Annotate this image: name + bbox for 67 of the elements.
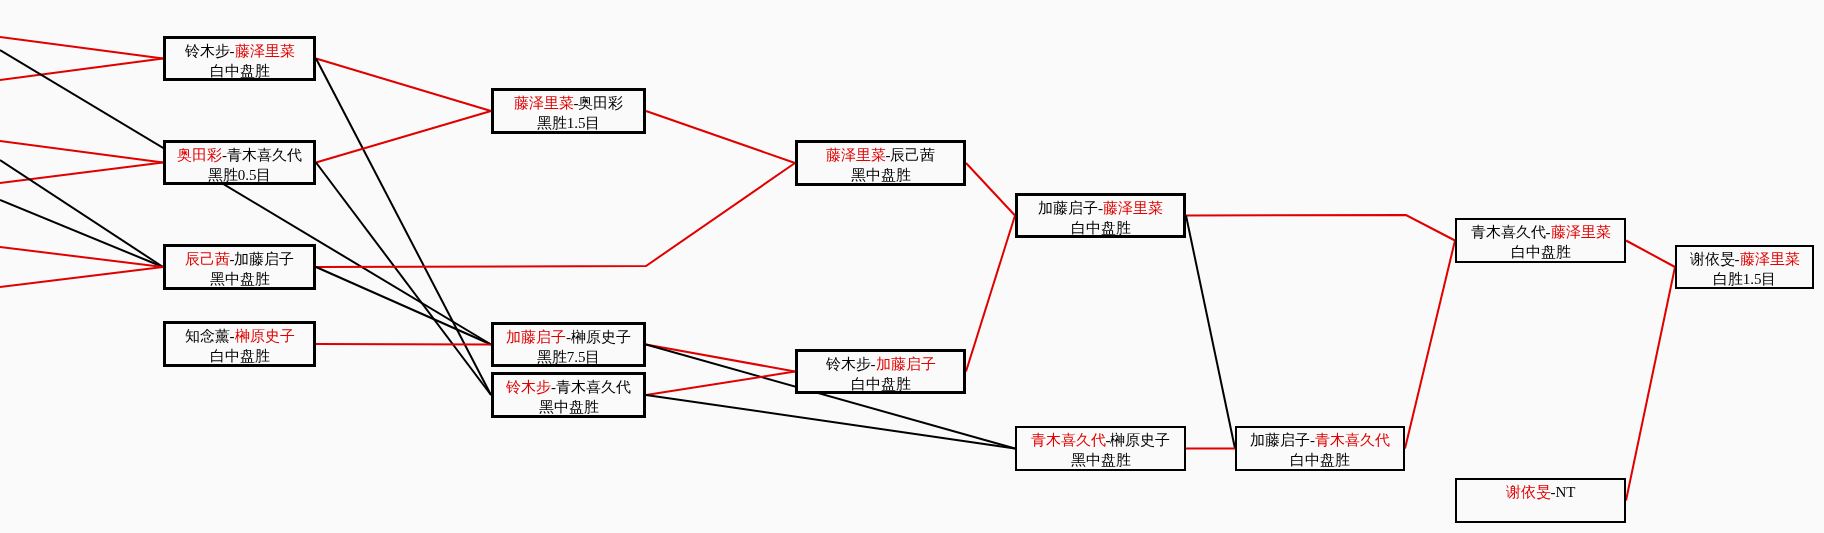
bracket-line bbox=[645, 394, 1016, 450]
game-result: 白中盘胜 bbox=[849, 375, 912, 394]
player-pairing: 知念薰-榊原史子 bbox=[183, 327, 296, 346]
bracket-line bbox=[0, 161, 164, 184]
player-pairing: 奥田彩-青木喜久代 bbox=[176, 146, 303, 165]
bracket-line bbox=[315, 266, 492, 346]
bracket-line bbox=[0, 199, 164, 268]
game-result: 白中盘胜 bbox=[1509, 243, 1572, 262]
game-result: 白中盘胜 bbox=[1069, 219, 1132, 238]
player-pairing: 藤泽里菜-奥田彩 bbox=[512, 94, 625, 113]
game-result: 黑中盘胜 bbox=[849, 166, 912, 185]
player-pairing: 谢依旻-藤泽里菜 bbox=[1688, 250, 1801, 269]
player-pairing: 藤泽里菜-辰己茜 bbox=[824, 146, 937, 165]
match-box bbox=[1015, 193, 1186, 238]
bracket-line bbox=[645, 110, 796, 164]
bracket-line bbox=[1185, 214, 1456, 242]
match-box bbox=[491, 322, 646, 367]
game-result: 白胜1.5目 bbox=[1711, 270, 1778, 289]
bracket-line bbox=[315, 110, 492, 164]
game-result: 黑中盘胜 bbox=[208, 270, 271, 289]
match-box bbox=[163, 36, 316, 81]
match-box bbox=[163, 140, 316, 185]
match-box bbox=[1235, 426, 1405, 471]
bracket-line bbox=[0, 159, 164, 268]
match-box bbox=[1455, 218, 1626, 263]
game-result: 黑胜1.5目 bbox=[535, 114, 602, 133]
player-pairing: 铃木步-藤泽里菜 bbox=[183, 42, 296, 61]
bracket-line bbox=[1625, 239, 1676, 268]
bracket-line bbox=[315, 57, 492, 396]
player-pairing: 加藤启子-藤泽里菜 bbox=[1037, 199, 1164, 218]
match-box bbox=[1455, 478, 1626, 523]
bracket-line bbox=[0, 140, 164, 164]
match-box bbox=[491, 88, 646, 134]
bracket-line bbox=[315, 161, 492, 396]
game-result: 黑中盘胜 bbox=[1069, 451, 1132, 470]
match-box bbox=[163, 244, 316, 290]
game-result: 白中盘胜 bbox=[1289, 451, 1351, 470]
bracket-line bbox=[1185, 214, 1236, 450]
bracket-line bbox=[0, 36, 164, 60]
player-pairing: 铃木步-青木喜久代 bbox=[505, 378, 632, 397]
player-pairing: 加藤启子-榊原史子 bbox=[505, 328, 632, 347]
bracket-line bbox=[0, 266, 164, 288]
player-pairing: 青木喜久代-榊原史子 bbox=[1029, 431, 1172, 450]
bracket-line bbox=[965, 214, 1016, 373]
game-result: 白中盘胜 bbox=[208, 347, 271, 366]
bracket-line bbox=[315, 57, 492, 112]
match-box bbox=[491, 372, 646, 418]
game-result: 黑胜0.5目 bbox=[206, 166, 273, 185]
bracket-line bbox=[315, 162, 796, 268]
match-box bbox=[795, 140, 966, 186]
game-result: 白中盘胜 bbox=[208, 62, 271, 81]
player-pairing: 谢依旻-NT bbox=[1504, 483, 1577, 502]
bracket-line bbox=[0, 49, 492, 346]
match-box bbox=[1015, 426, 1186, 471]
match-box bbox=[163, 321, 316, 367]
bracket-line bbox=[315, 343, 492, 346]
player-pairing: 辰己茜-加藤启子 bbox=[183, 250, 296, 269]
player-pairing: 铃木步-加藤启子 bbox=[824, 355, 937, 374]
player-pairing: 加藤启子-青木喜久代 bbox=[1249, 431, 1391, 450]
bracket-line bbox=[0, 57, 164, 81]
game-result: 黑胜7.5目 bbox=[535, 348, 602, 367]
match-box bbox=[1675, 245, 1814, 289]
bracket-line bbox=[1185, 447, 1236, 450]
game-result: 黑中盘胜 bbox=[537, 398, 600, 417]
bracket-line bbox=[965, 162, 1016, 217]
player-pairing: 青木喜久代-藤泽里菜 bbox=[1469, 223, 1612, 242]
match-box bbox=[795, 349, 966, 394]
